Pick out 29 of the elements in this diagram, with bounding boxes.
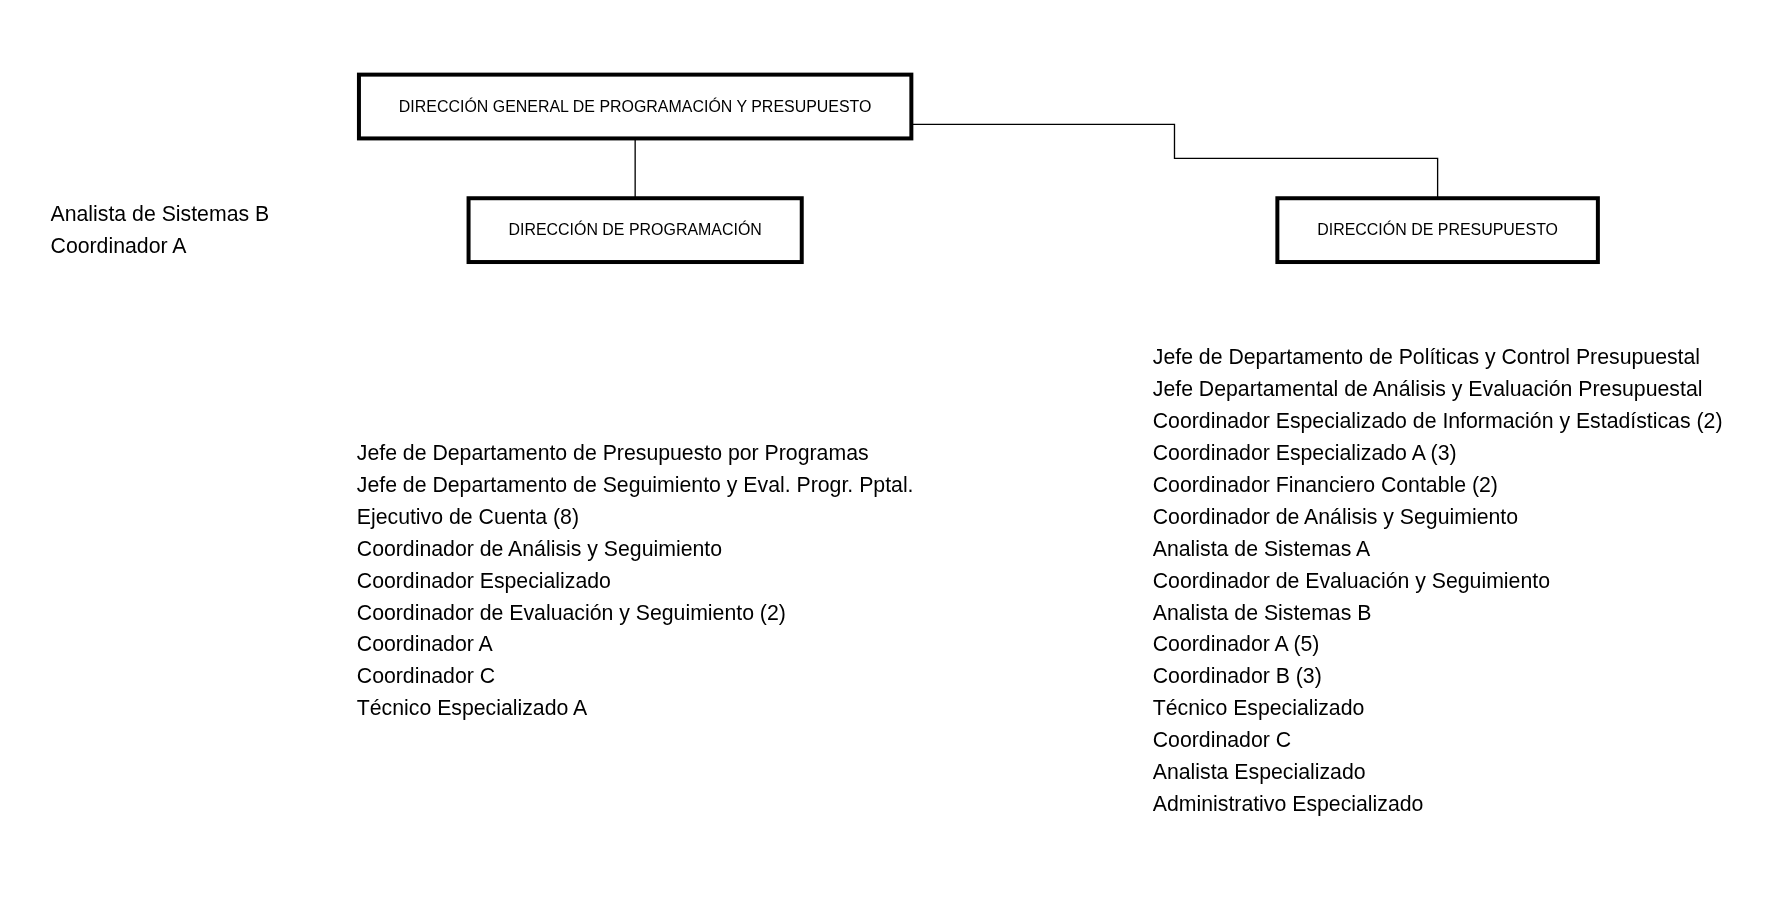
node-label: Analista de Sistemas A xyxy=(1152,537,1371,560)
node-label: Jefe de Departamento de Presupuesto por Programas xyxy=(356,441,869,465)
node-label: Analista Especializado xyxy=(1152,760,1366,784)
node-label: Coordinador Especializado A (3) xyxy=(1152,441,1457,465)
node-label: Coordinador A xyxy=(50,234,187,257)
node-box: DIRECCIÓN GENERAL DE PROGRAMACIÓN Y PRESUPUESTO xyxy=(356,72,914,141)
node-label: Coordinador de Evaluación y Seguimiento (2) xyxy=(356,601,786,624)
node-label: Técnico Especializado A xyxy=(356,696,588,720)
node-label: Coordinador de Evaluación y Seguimiento xyxy=(1152,569,1550,592)
node-label: Administrativo Especializado xyxy=(1152,792,1424,816)
node-label: Analista de Sistemas B xyxy=(1152,601,1372,624)
node-label: Técnico Especializado xyxy=(1152,696,1365,720)
node-label: Coordinador Financiero Contable (2) xyxy=(1152,473,1498,497)
node-label: Coordinador de Análisis y Seguimiento xyxy=(1152,505,1519,528)
node-label: Jefe de Departamento de Políticas y Control Presupuestal xyxy=(1152,345,1701,369)
node-label: Analista de Sistemas B xyxy=(50,202,270,225)
node-label: Coordinador de Análisis y Seguimiento xyxy=(356,537,723,560)
node-label: Coordinador C xyxy=(356,664,496,688)
node-label: Coordinador C xyxy=(1152,728,1292,752)
node-box: DIRECCIÓN DE PRESUPUESTO xyxy=(1275,196,1600,265)
node-label: Coordinador Especializado xyxy=(356,569,611,592)
node-label: Ejecutivo de Cuenta (8) xyxy=(356,505,579,528)
node-label: Coordinador A (5) xyxy=(1152,632,1320,656)
node-label: Jefe de Departamento de Seguimiento y Eval. Progr. Pptal. xyxy=(356,473,914,497)
node-label: Coordinador B (3) xyxy=(1152,664,1322,688)
node-label: Jefe Departamental de Análisis y Evaluación Presupuestal xyxy=(1152,377,1703,401)
node-label: Coordinador A xyxy=(356,632,493,656)
node-box: DIRECCIÓN DE PROGRAMACIÓN xyxy=(466,196,804,265)
node-label: Coordinador Especializado de Información y Estadísticas (2) xyxy=(1152,409,1723,433)
